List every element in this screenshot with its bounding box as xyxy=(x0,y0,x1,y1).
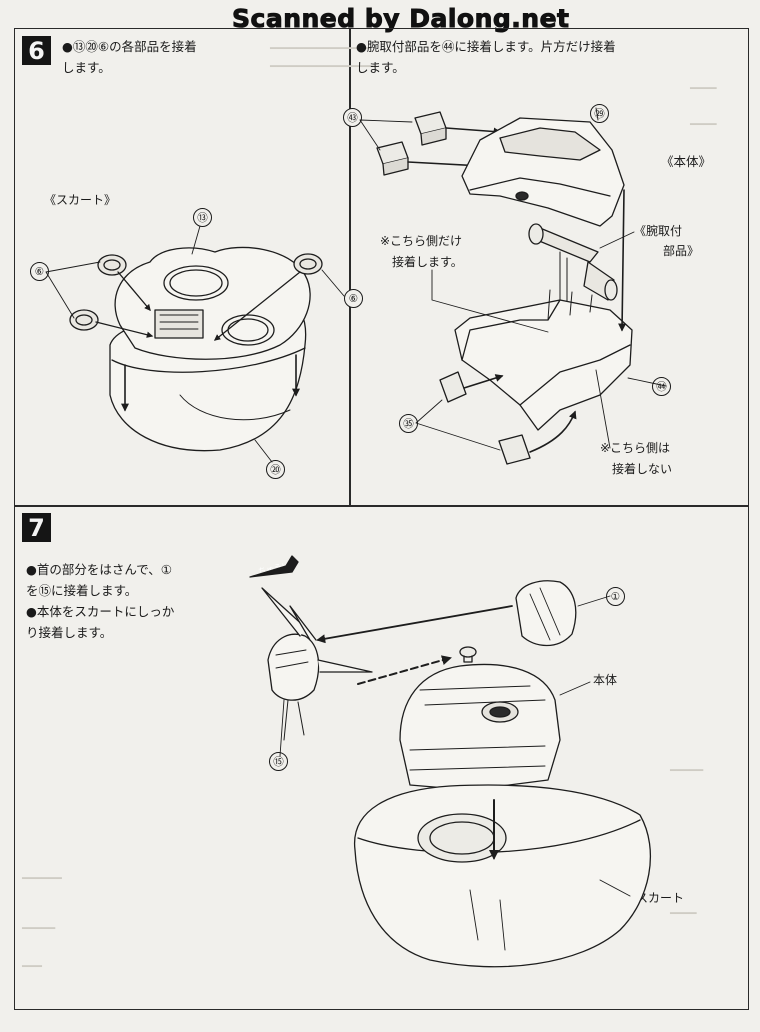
note-glue-this-side-2: 接着します。 xyxy=(392,255,463,269)
final-assembly-drawing xyxy=(250,556,650,967)
skirt-label: 《スカート》 xyxy=(44,193,117,207)
part-29-callout: ㉙ xyxy=(590,104,609,123)
part-43-callout: ㊸ xyxy=(343,108,362,127)
step-6-left-instruction: ●⑬⑳⑥の各部品を接着 します。 xyxy=(62,39,197,75)
page-frame xyxy=(14,28,749,1010)
part-60-callout-right: ⑥ xyxy=(344,289,363,308)
part-1-callout: ① xyxy=(606,587,625,606)
horizontal-divider xyxy=(14,505,749,507)
part-20-callout: ⑳ xyxy=(266,460,285,479)
part-60-callout-left: ⑥ xyxy=(30,262,49,281)
note-no-glue-2: 接着しない xyxy=(612,462,673,476)
vertical-divider xyxy=(349,28,351,505)
step-7-instruction: ●首の部分をはさんで、① を⑮に接着します。 ●本体をスカートにしっか り接着し… xyxy=(26,562,175,640)
step-6-number: 6 xyxy=(22,36,51,65)
note-glue-this-side: ※こちら側だけ xyxy=(380,234,463,248)
part-13-callout: ⑬ xyxy=(193,208,212,227)
part-15-callout: ⑮ xyxy=(269,752,288,771)
step-7-number: 7 xyxy=(22,513,51,542)
note-no-glue: ※こちら側は xyxy=(600,441,671,455)
body-parts-drawing xyxy=(360,108,666,464)
arm-mount-label-2: 部品》 xyxy=(663,244,700,258)
step-7-skirt-label: スカート xyxy=(636,891,685,905)
arm-mount-label: 《腕取付 xyxy=(634,224,683,238)
body-label: 《本体》 xyxy=(661,154,712,169)
step-7-body-label: 本体 xyxy=(593,673,618,687)
step-6-right-instruction: ●腕取付部品を㊹に接着します。片方だけ接着 します。 xyxy=(356,39,616,75)
skirt-parts-drawing xyxy=(46,226,344,462)
part-44-callout: ㊹ xyxy=(652,377,671,396)
